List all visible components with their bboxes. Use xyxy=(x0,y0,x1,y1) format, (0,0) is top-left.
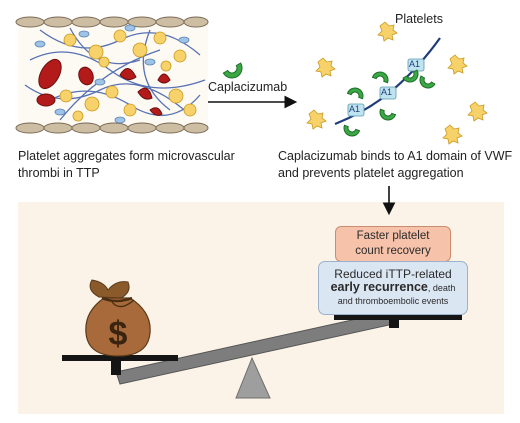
recovery-line-2: count recovery xyxy=(355,245,431,257)
vessel-wall-bottom xyxy=(15,122,209,134)
light-blue-cells xyxy=(34,24,190,124)
bound-nanobodies xyxy=(343,69,436,137)
right-caption-line-2: and prevents platelet aggregation xyxy=(278,166,464,180)
free-platelets xyxy=(306,21,488,145)
recovery-line-1: Faster platelet xyxy=(356,230,430,242)
outcome-platelet-recovery: Faster platelet count recovery xyxy=(335,226,451,262)
caplacizumab-label: Caplacizumab xyxy=(208,80,288,94)
reduced-line-2: early recurrence, death xyxy=(319,281,467,295)
left-caption: Platelet aggregates form microvascular t… xyxy=(18,148,248,182)
right-caption-line-1: Caplacizumab binds to A1 domain of VWF xyxy=(278,149,513,163)
scale-fulcrum xyxy=(235,356,271,399)
a1-domains xyxy=(347,58,425,117)
left-caption-line-1: Platelet aggregates form microvascular xyxy=(18,149,235,163)
money-bag-icon: $ xyxy=(85,279,151,357)
reduced-line-3: and thromboembolic events xyxy=(337,296,449,306)
reduced-after-text: , death xyxy=(427,283,456,293)
right-caption: Caplacizumab binds to A1 domain of VWF a… xyxy=(278,148,518,182)
platelets-label: Platelets xyxy=(395,12,443,26)
aggregated-platelets xyxy=(59,29,197,122)
vessel-wall-top xyxy=(15,16,209,28)
reduced-bold-text: early recurrence xyxy=(330,280,428,294)
outcome-reduced-events: Reduced iTTP-related early recurrence, d… xyxy=(318,261,468,315)
vessel-illustration xyxy=(15,16,209,134)
caplacizumab-icon xyxy=(222,62,243,79)
balance-scale xyxy=(62,310,462,399)
dollar-sign: $ xyxy=(109,315,128,353)
left-pan xyxy=(62,355,178,361)
right-pan xyxy=(334,314,462,320)
red-blood-cells xyxy=(36,58,171,116)
left-caption-line-2: thrombi in TTP xyxy=(18,166,100,180)
reduced-line-1: Reduced iTTP-related xyxy=(334,267,452,281)
